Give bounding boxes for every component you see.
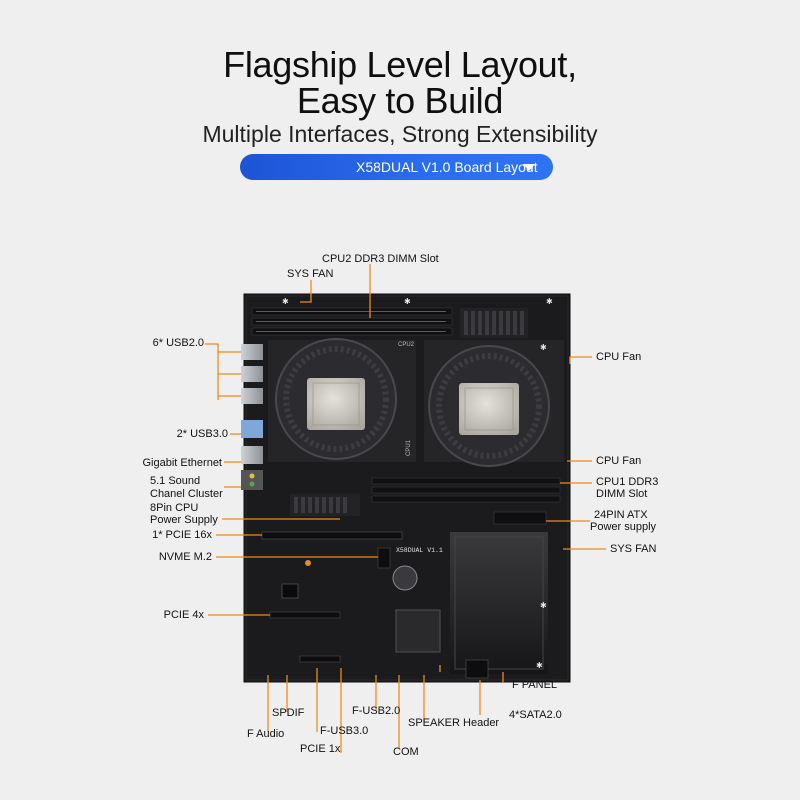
svg-text:✱: ✱ <box>404 297 411 306</box>
cpu1-silkscreen: CPU1 <box>406 439 412 456</box>
board-layout-button-label: X58DUAL V1.0 Board Layout <box>356 159 538 175</box>
cpu1-dimm-slots <box>371 477 561 503</box>
label-nvme: NVME M.2 <box>158 551 212 563</box>
pcie4-slot <box>269 611 341 619</box>
nvme-slot <box>377 547 391 569</box>
svg-text:✱: ✱ <box>540 343 547 352</box>
label-f-panel: F PANEL <box>512 679 558 691</box>
label-usb20: 6* USB2.0 <box>152 337 204 349</box>
label-cpu-fan-upper: CPU Fan <box>596 351 642 363</box>
top-vrm-heatsink <box>460 308 528 338</box>
svg-text:✱: ✱ <box>282 297 289 306</box>
label-usb30: 2* USB3.0 <box>176 428 228 440</box>
label-f-usb20: F-USB2.0 <box>352 705 401 717</box>
label-sata: 4*SATA2.0 <box>509 709 562 721</box>
fan-header-icons: ✱ ✱ ✱ ✱ ✱ ✱ <box>282 297 553 670</box>
subtitle: Multiple Interfaces, Strong Extensibilit… <box>202 121 598 147</box>
label-atx-line2: Power supply <box>590 521 657 533</box>
label-f-audio: F Audio <box>247 728 285 740</box>
svg-text:✱: ✱ <box>536 661 543 670</box>
debug-led <box>281 583 299 599</box>
label-pcie16: 1* PCIE 16x <box>152 529 212 541</box>
label-pcie4: PCIE 4x <box>163 609 204 621</box>
sata-ports <box>465 659 489 679</box>
chevron-down-icon <box>523 164 535 171</box>
cpu1-socket: CPU1 <box>406 340 564 467</box>
label-spdif: SPDIF <box>272 707 305 719</box>
atx-connector <box>493 511 547 525</box>
chipset-heatsink <box>450 532 548 674</box>
board-model-silkscreen: X58DUAL V1.1 <box>396 547 443 554</box>
label-sys-fan-top: SYS FAN <box>287 268 334 280</box>
label-cpu-fan-lower: CPU Fan <box>596 455 642 467</box>
cpu2-silkscreen: CPU2 <box>398 342 415 348</box>
rear-io <box>241 344 263 490</box>
svg-text:✱: ✱ <box>540 601 547 610</box>
cpu2-socket: CPU2 <box>268 338 416 462</box>
label-atx-line1: 24PIN ATX <box>594 509 648 521</box>
label-f-usb30: F-USB3.0 <box>320 725 369 737</box>
pcie16-slot <box>261 531 403 540</box>
board-layout-button[interactable]: X58DUAL V1.0 Board Layout <box>240 154 553 180</box>
label-cpu-power-line1: 8Pin CPU <box>150 502 199 514</box>
label-sys-fan-right: SYS FAN <box>610 543 657 555</box>
label-cpu2-ddr3: CPU2 DDR3 DIMM Slot <box>322 253 439 265</box>
cpu2-dimm-slots <box>251 307 453 336</box>
label-cpu-power-line2: Power Supply <box>150 514 218 526</box>
label-sound-line2: Chanel Cluster <box>150 488 223 500</box>
pcie1-slot <box>299 655 341 663</box>
label-sound-line1: 5.1 Sound <box>150 475 201 487</box>
label-gigabit-ethernet: Gigabit Ethernet <box>142 457 223 469</box>
headline-line-2: Easy to Build <box>296 80 504 121</box>
svg-text:✱: ✱ <box>546 297 553 306</box>
cmos-battery <box>392 565 418 591</box>
left-vrm-heatsink <box>290 494 360 516</box>
label-speaker: SPEAKER Header <box>408 717 500 729</box>
label-pcie1: PCIE 1x <box>300 743 341 755</box>
label-com: COM <box>393 746 419 758</box>
southbridge-heatsink <box>395 609 441 653</box>
headline-line-1: Flagship Level Layout, <box>223 44 577 85</box>
label-cpu1-ddr3-line1: CPU1 DDR3 <box>596 476 659 488</box>
label-cpu1-ddr3-line2: DIMM Slot <box>596 488 648 500</box>
callout-lines <box>205 264 606 753</box>
